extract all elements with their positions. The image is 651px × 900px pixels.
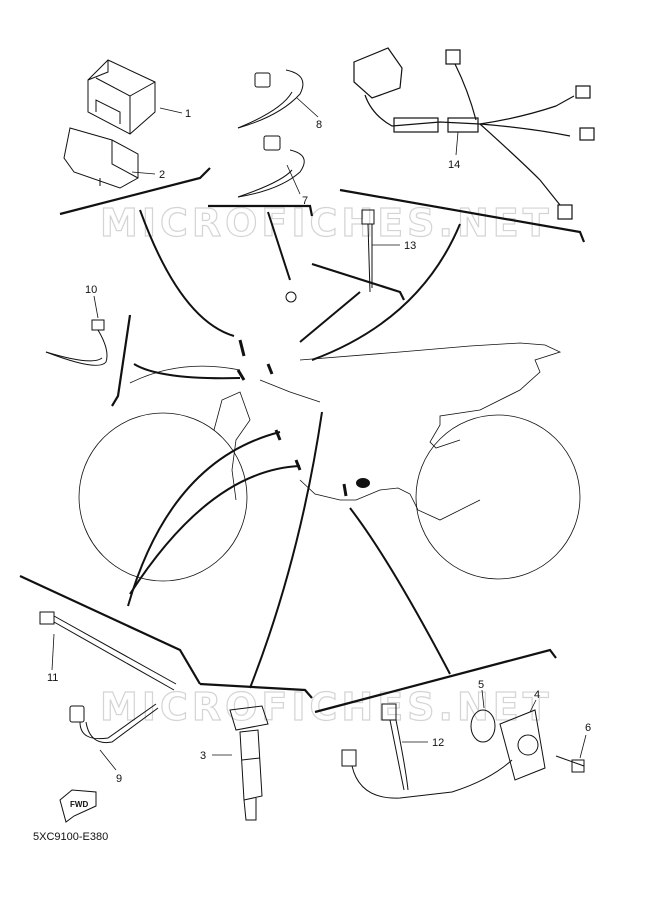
group-bars bbox=[19, 167, 586, 714]
callout-12: 12 bbox=[432, 737, 444, 749]
band-10 bbox=[45, 319, 108, 366]
mount-ring bbox=[285, 291, 297, 303]
callout-1: 1 bbox=[185, 108, 191, 120]
rear-wheel bbox=[415, 414, 581, 580]
wire-harness bbox=[353, 47, 595, 220]
callout-2: 2 bbox=[159, 169, 165, 181]
tie-strap-13 bbox=[361, 209, 375, 293]
cdi-cover bbox=[63, 127, 139, 189]
callout-7: 7 bbox=[302, 195, 308, 207]
callout-3: 3 bbox=[200, 750, 206, 762]
ignition-coil bbox=[229, 705, 269, 821]
callout-leaders bbox=[51, 97, 587, 771]
callout-14: 14 bbox=[448, 159, 460, 171]
callout-13: 13 bbox=[404, 240, 416, 252]
callout-9: 9 bbox=[116, 773, 122, 785]
grommet bbox=[356, 478, 370, 488]
band-7 bbox=[237, 135, 305, 198]
callout-6: 6 bbox=[585, 722, 591, 734]
pickup-coil-assembly bbox=[341, 703, 585, 799]
callout-10: 10 bbox=[85, 284, 97, 296]
clamp-marks bbox=[236, 339, 348, 497]
band-8 bbox=[237, 69, 304, 129]
front-wheel bbox=[78, 412, 248, 582]
watermark-bottom: MICROFICHES.NET bbox=[100, 685, 553, 729]
fwd-label: FWD bbox=[70, 800, 88, 809]
fwd-arrow-icon: FWD bbox=[59, 789, 97, 823]
leader-lines bbox=[127, 209, 461, 689]
drawing-code: 5XC9100-E380 bbox=[33, 831, 108, 843]
callout-11: 11 bbox=[47, 672, 58, 684]
callout-8: 8 bbox=[316, 119, 322, 131]
o-ring-5 bbox=[470, 709, 496, 743]
tie-strap-11 bbox=[39, 611, 177, 691]
callout-5: 5 bbox=[478, 679, 484, 691]
ground-lead-9 bbox=[69, 703, 159, 744]
cdi-unit bbox=[87, 59, 156, 135]
motorcycle-outline bbox=[78, 342, 581, 582]
callout-4: 4 bbox=[534, 689, 540, 701]
watermark-top: MICROFICHES.NET bbox=[100, 201, 553, 245]
